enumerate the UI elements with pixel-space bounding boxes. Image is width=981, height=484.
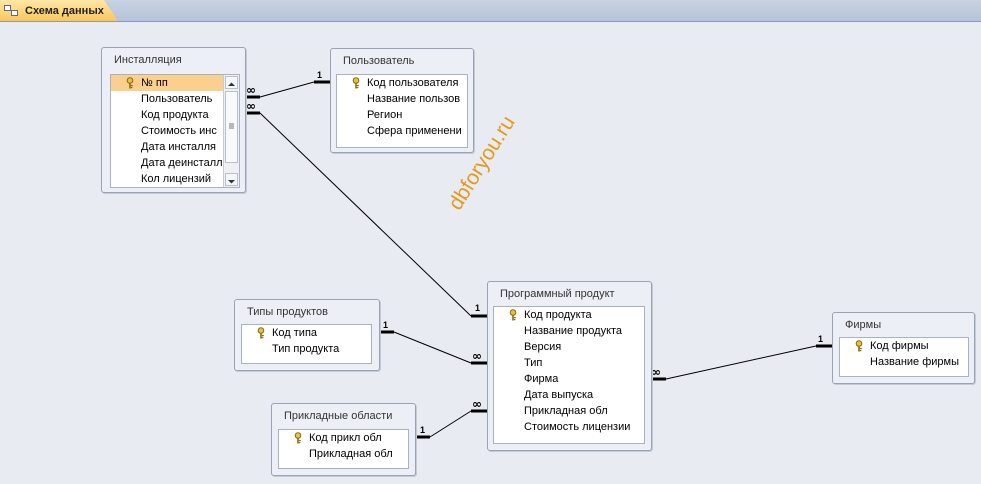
field-list[interactable]: Код пользователя Название пользов Регион…	[336, 74, 468, 148]
many-label: ∞	[472, 397, 482, 411]
one-label: 1	[383, 320, 388, 330]
field-row[interactable]: Фирма	[524, 373, 559, 385]
field-row[interactable]: Код прикл обл	[279, 430, 408, 446]
field-list[interactable]: Код типа Тип продукта	[241, 324, 372, 364]
many-label: ∞	[472, 349, 482, 363]
field-row[interactable]: Тип продукта	[272, 343, 340, 355]
field-row[interactable]: Дата инсталля	[141, 141, 216, 153]
scroll-down-icon[interactable]	[225, 173, 238, 186]
field-row[interactable]: Версия	[524, 341, 562, 353]
field-list[interactable]: Код прикл обл Прикладная обл	[278, 429, 409, 469]
relationship-areas-software[interactable]: 1 ∞	[414, 397, 487, 439]
table-user[interactable]: Пользователь Код пользователя Название п…	[330, 48, 474, 153]
one-label: 1	[420, 425, 425, 435]
table-installation[interactable]: Инсталляция № пп Пользователь Код продук…	[101, 47, 246, 193]
table-title: Типы продуктов	[247, 306, 328, 318]
field-row[interactable]: Дата выпуска	[524, 389, 594, 401]
field-row[interactable]: Прикладная обл	[309, 448, 393, 460]
field-row[interactable]: Название фирмы	[870, 356, 959, 368]
field-list[interactable]: Код фирмы Название фирмы	[839, 337, 969, 377]
one-label: 1	[818, 334, 823, 344]
many-label: ∞	[246, 99, 256, 113]
primary-key-icon	[256, 327, 266, 339]
scroll-up-icon[interactable]	[225, 76, 238, 89]
table-title: Инсталляция	[114, 54, 182, 66]
field-row[interactable]: Стоимость инс	[141, 125, 217, 137]
relationship-types-software[interactable]: 1 ∞	[378, 320, 487, 365]
tab-data-schema[interactable]: Схема данных	[0, 0, 118, 21]
field-row[interactable]: Код продукта	[141, 109, 209, 121]
relationship-lines: ∞ 1 ∞ 1 1 ∞ 1 ∞	[244, 70, 832, 439]
table-firms[interactable]: Фирмы Код фирмы Название фирмы	[832, 312, 975, 384]
field-row[interactable]: Название пользов	[367, 93, 461, 105]
many-label: ∞	[246, 83, 256, 97]
table-product-types[interactable]: Типы продуктов Код типа Тип продукта	[234, 299, 380, 371]
field-row[interactable]: Регион	[367, 109, 403, 121]
primary-key-icon	[293, 432, 303, 444]
relationship-installation-software[interactable]: ∞ 1	[244, 99, 487, 318]
table-title: Фирмы	[845, 319, 882, 331]
one-label: 1	[475, 303, 480, 313]
field-row[interactable]: Код пользователя	[337, 75, 467, 91]
primary-key-icon	[125, 77, 135, 89]
table-software-product[interactable]: Программный продукт Код продукта Названи…	[487, 281, 652, 451]
many-label: ∞	[651, 365, 661, 379]
relationship-firms-software[interactable]: ∞ 1	[650, 334, 832, 381]
document-tab-bar: Схема данных	[0, 0, 981, 22]
table-application-areas[interactable]: Прикладные области Код прикл обл Приклад…	[271, 403, 416, 476]
field-row[interactable]: Код типа	[242, 325, 371, 341]
field-row[interactable]: Сфера применени	[367, 125, 462, 137]
primary-key-icon	[854, 340, 864, 352]
vertical-scrollbar[interactable]	[223, 75, 239, 187]
tab-label: Схема данных	[25, 4, 104, 17]
field-list[interactable]: № пп Пользователь Код продукта Стоимость…	[110, 74, 240, 188]
table-title: Прикладные области	[284, 410, 393, 422]
field-row[interactable]: Дата деинсталл	[141, 157, 223, 169]
table-title: Пользователь	[343, 55, 415, 67]
table-title: Программный продукт	[500, 288, 615, 300]
field-list[interactable]: Код продукта Название продукта Версия Ти…	[493, 306, 645, 444]
field-row[interactable]: Код фирмы	[840, 338, 968, 354]
scroll-thumb[interactable]	[225, 91, 238, 163]
one-label: 1	[317, 70, 322, 80]
field-row[interactable]: № пп	[111, 75, 224, 91]
relationship-installation-user[interactable]: ∞ 1	[244, 70, 330, 99]
relationship-canvas: ∞ 1 ∞ 1 1 ∞ 1 ∞	[0, 22, 981, 484]
field-row[interactable]: Кол лицензий	[141, 173, 212, 185]
primary-key-icon	[508, 309, 518, 321]
field-row[interactable]: Прикладная обл	[524, 405, 608, 417]
primary-key-icon	[351, 77, 361, 89]
field-row[interactable]: Стоимость лицензии	[524, 421, 631, 433]
field-row[interactable]: Пользователь	[141, 93, 213, 105]
field-row[interactable]: Тип	[524, 357, 543, 369]
field-row[interactable]: Код продукта	[494, 307, 644, 323]
relationships-icon	[4, 4, 18, 17]
field-row[interactable]: Название продукта	[524, 325, 623, 337]
